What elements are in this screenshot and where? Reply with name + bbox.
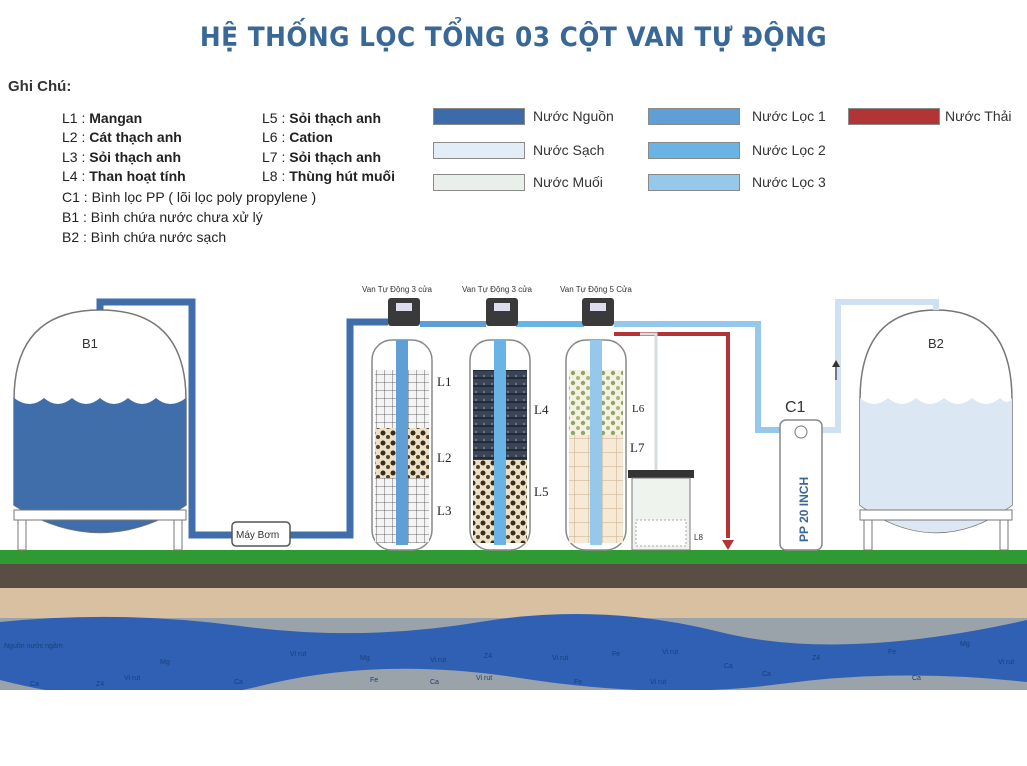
groundwater-label: Vi rut (124, 675, 140, 682)
groundwater-label: Ca (430, 679, 439, 686)
groundwater-label: Z4 (484, 653, 492, 660)
filter-column-1: Van Tự Động 3 cửa L1 L2 L3 (362, 285, 451, 551)
layer-l1: L1 (437, 374, 451, 389)
legend-swatch-nuoc-loc-1 (648, 108, 740, 125)
groundwater-label: Vi rut (290, 651, 306, 658)
legend-label-nuoc-sach: Nước Sạch (533, 142, 605, 158)
groundwater-label: Vi rut (650, 679, 666, 686)
layer-l8: L8 (694, 533, 703, 542)
groundwater-label: Fe (888, 649, 896, 656)
groundwater-label: Mg (360, 655, 370, 662)
groundwater-label: Vi rut (998, 659, 1014, 666)
filter-c1-text: PP 20 INCH (797, 477, 811, 542)
legend-label-nuoc-loc-3: Nước Lọc 3 (752, 174, 826, 190)
legend-label-nuoc-nguon: Nước Nguồn (533, 108, 614, 124)
note-l1: L1 : Mangan (62, 110, 143, 126)
tank-b1: B1 (13, 309, 187, 551)
groundwater-label: Z4 (812, 655, 820, 662)
note-l2: L2 : Cát thạch anh (62, 129, 182, 145)
groundwater-label: Ca (762, 671, 771, 678)
legend-swatch-nuoc-loc-2 (648, 142, 740, 159)
brine-pipe (640, 332, 658, 475)
diagram-title: HỆ THỐNG LỌC TỔNG 03 CỘT VAN TỰ ĐỘNG (199, 22, 828, 53)
groundwater-label: Ca (912, 675, 921, 682)
waste-outlet (722, 540, 734, 550)
tank-b2-label: B2 (928, 336, 944, 351)
note-l7: L7 : Sỏi thạch anh (262, 149, 382, 165)
groundwater-label: Fe (574, 679, 582, 686)
grass-layer (0, 550, 1027, 564)
filter-c1: C1 PP 20 INCH (779, 399, 823, 551)
filter-column-3: Van Tự Động 5 Cửa L6 L7 (560, 285, 645, 551)
valve-3-label: Van Tự Động 5 Cửa (560, 285, 632, 294)
groundwater-label: Vi rut (662, 649, 678, 656)
pump: Máy Bơm (231, 521, 291, 547)
layer-l7: L7 (630, 440, 645, 455)
groundwater (0, 614, 1027, 690)
legend-label-nuoc-loc-2: Nước Lọc 2 (752, 142, 826, 158)
groundwater-label: Nguồn nước ngầm (4, 641, 63, 650)
note-b2: B2 : Bình chứa nước sạch (62, 229, 227, 245)
groundwater-label: Vi rut (476, 675, 492, 682)
legend-swatch-nuoc-sach (433, 142, 525, 159)
legend-swatch-nuoc-muoi (433, 174, 525, 191)
layer-l5: L5 (534, 484, 548, 499)
legend-label-nuoc-thai: Nước Thải (945, 108, 1012, 124)
layer-l2: L2 (437, 450, 451, 465)
legend-swatch-nuoc-loc-3 (648, 174, 740, 191)
groundwater-label: Z4 (96, 681, 104, 688)
groundwater-label: Vi rut (430, 657, 446, 664)
groundwater-label: Mg (960, 641, 970, 648)
notes-heading: Ghi Chú: (8, 78, 72, 95)
pipe-col3-c1 (614, 321, 780, 433)
legend-label-nuoc-loc-1: Nước Lọc 1 (752, 108, 826, 124)
layer-l3: L3 (437, 503, 451, 518)
brine-tank: L8 (628, 470, 703, 551)
note-l4: L4 : Than hoạt tính (62, 168, 186, 184)
soil-layer (0, 564, 1027, 588)
groundwater-label: Fe (370, 677, 378, 684)
groundwater-label: Ca (30, 681, 39, 688)
note-l3: L3 : Sỏi thạch anh (62, 149, 182, 165)
legend-swatch-nuoc-thai (848, 108, 940, 125)
layer-l4: L4 (534, 402, 549, 417)
groundwater-label: Fe (612, 651, 620, 658)
source-pipe (96, 298, 232, 539)
note-b1: B1 : Bình chứa nước chưa xử lý (62, 209, 263, 225)
pump-outlet-pipe (290, 318, 388, 539)
note-l6: L6 : Cation (262, 129, 333, 145)
tank-b2: B2 (859, 309, 1013, 551)
tank-b1-label: B1 (82, 336, 98, 351)
groundwater-label: Mg (160, 659, 170, 666)
groundwater-label: Ca (234, 679, 243, 686)
legend-label-nuoc-muoi: Nước Muối (533, 174, 603, 190)
filter-c1-label: C1 (785, 399, 806, 416)
note-l8: L8 : Thùng hút muối (262, 168, 395, 184)
clean-pipe (822, 299, 939, 433)
filter-column-2: Van Tự Động 3 cửa L4 L5 (462, 285, 549, 551)
legend-swatch-nuoc-nguon (433, 108, 525, 125)
groundwater-label: Ca (724, 663, 733, 670)
note-c1: C1 : Bình lọc PP ( lõi lọc poly propylen… (62, 189, 317, 205)
groundwater-label: Vi rut (552, 655, 568, 662)
note-l5: L5 : Sỏi thạch anh (262, 110, 382, 126)
valve-1-label: Van Tự Động 3 cửa (362, 285, 433, 294)
valve-2-label: Van Tự Động 3 cửa (462, 285, 533, 294)
sand-layer (0, 588, 1027, 618)
pump-label: Máy Bơm (236, 530, 279, 541)
layer-l6: L6 (632, 403, 645, 415)
